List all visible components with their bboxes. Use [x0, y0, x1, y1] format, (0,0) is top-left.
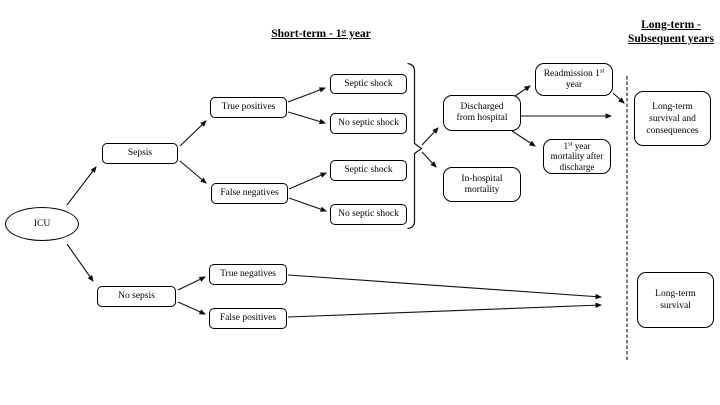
node-ltsc-line2: survival and — [649, 113, 696, 124]
node-ltsc-line3: consequences — [646, 125, 699, 136]
node-no-sepsis: No sepsis — [97, 286, 176, 307]
node-no-septic-shock-fn-label: No septic shock — [338, 209, 399, 219]
arrow-fn-to-no-septic-shock — [288, 197, 328, 212]
node-first-year-mortality-superscript: st — [568, 140, 573, 148]
arrow-readmission-to-long-term — [612, 92, 625, 104]
node-no-septic-shock-fn: No septic shock — [330, 204, 407, 225]
short-term-header-superscript: st — [341, 28, 347, 36]
arrow-icu-to-sepsis — [66, 166, 97, 206]
node-septic-shock-fn: Septic shock — [330, 160, 407, 181]
node-septic-shock-tp: Septic shock — [330, 74, 407, 94]
node-readmission-line2: year — [565, 79, 583, 90]
node-ltsc-line1: Long-term — [652, 101, 693, 112]
node-false-positives: False positives — [209, 308, 287, 329]
node-discharged-line2: from hospital — [456, 113, 508, 123]
node-sepsis: Sepsis — [102, 143, 178, 164]
arrow-sepsis-to-true-positives — [179, 120, 207, 147]
arrow-bracket-to-in-hospital-mortality — [421, 151, 437, 168]
long-term-header-line2: Subsequent years — [628, 33, 714, 45]
node-false-negatives-label: False negatives — [220, 188, 279, 198]
node-true-positives: True positives — [210, 97, 287, 118]
node-discharged-from-hospital: Discharged from hospital — [443, 95, 521, 131]
node-first-year-mortality-after-discharge: 1st year mortality after discharge — [543, 139, 611, 174]
short-term-header-text: Short-term - 1 — [271, 28, 342, 40]
node-true-negatives-label: True negatives — [220, 269, 276, 279]
group-bracket — [407, 62, 423, 230]
node-icu-label: ICU — [33, 218, 51, 229]
node-lts-line1: Long-term — [655, 289, 696, 299]
node-septic-shock-fn-label: Septic shock — [344, 165, 393, 175]
short-term-header: Short-term - 1st year — [256, 27, 386, 42]
node-first-year-mortality-line1: 1st year — [563, 140, 591, 151]
node-discharged-line1: Discharged — [460, 102, 504, 112]
node-true-negatives: True negatives — [209, 264, 287, 285]
short-term-header-text-end: year — [346, 28, 371, 40]
node-false-negatives: False negatives — [211, 183, 288, 204]
node-in-hospital-mortality-line2: mortality — [464, 184, 500, 195]
node-readmission-first-year: Readmission 1st year — [535, 63, 613, 96]
node-sepsis-label: Sepsis — [127, 148, 153, 158]
arrow-fn-to-septic-shock — [288, 172, 328, 190]
arrow-icu-to-no-sepsis — [66, 243, 94, 282]
node-long-term-survival: Long-term survival — [637, 272, 714, 328]
node-true-positives-label: True positives — [221, 102, 276, 112]
arrow-tp-to-septic-shock — [287, 87, 327, 103]
arrow-tp-to-no-septic-shock — [287, 111, 327, 125]
node-first-year-mortality-line3: discharge — [559, 161, 595, 172]
node-readmission-superscript: st — [599, 67, 605, 74]
node-long-term-survival-and-consequences: Long-term survival and consequences — [634, 91, 711, 146]
node-icu: ICU — [5, 207, 79, 241]
node-readmission-line1: Readmission 1st — [543, 67, 605, 79]
long-term-header: Long-term - Subsequent years — [622, 18, 720, 46]
node-no-septic-shock-tp: No septic shock — [330, 113, 407, 134]
arrow-sepsis-to-false-negatives — [179, 160, 207, 184]
arrow-true-negatives-to-long-term-survival — [287, 274, 603, 300]
arrow-no-sepsis-to-true-negatives — [177, 276, 206, 291]
node-first-year-mortality-line2: mortality after — [550, 151, 604, 162]
arrow-discharged-to-first-year-mortality — [511, 130, 536, 147]
long-term-header-line1: Long-term - — [641, 19, 701, 31]
arrow-no-sepsis-to-false-positives — [177, 301, 207, 315]
node-no-sepsis-label: No sepsis — [118, 291, 155, 301]
arrow-false-positives-to-long-term-survival — [287, 302, 603, 318]
node-no-septic-shock-tp-label: No septic shock — [338, 118, 399, 128]
node-septic-shock-tp-label: Septic shock — [344, 78, 393, 89]
node-false-positives-label: False positives — [219, 313, 277, 323]
node-lts-line2: survival — [660, 301, 691, 311]
node-in-hospital-mortality: In-hospital mortality — [443, 167, 521, 202]
arrow-bracket-to-discharged — [421, 127, 439, 146]
node-in-hospital-mortality-line1: In-hospital — [461, 173, 503, 184]
